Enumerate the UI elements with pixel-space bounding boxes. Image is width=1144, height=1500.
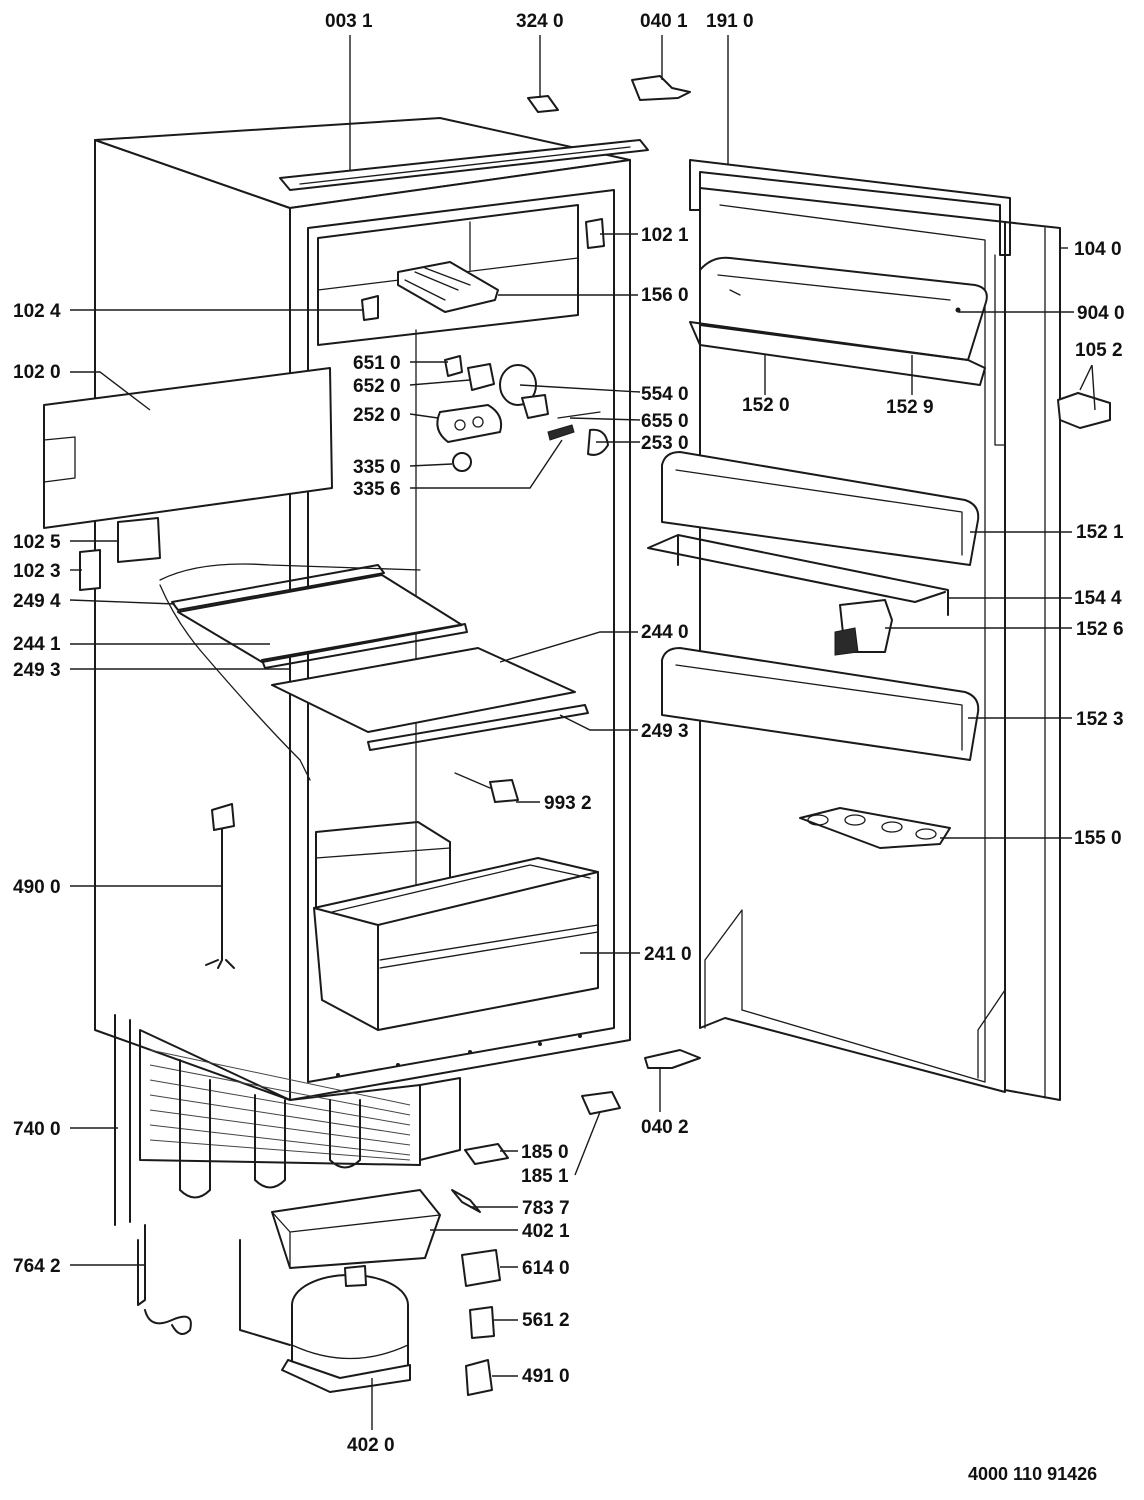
part-561-2 (469, 1306, 495, 1339)
label-152-0: 152 0 (742, 395, 790, 416)
label-102-0: 102 0 (13, 362, 61, 383)
label-156-0: 156 0 (641, 285, 689, 306)
label-740-0: 740 0 (13, 1119, 61, 1140)
label-490-0: 490 0 (13, 877, 61, 898)
label-102-3: 102 3 (13, 561, 61, 582)
label-152-1: 152 1 (1076, 522, 1124, 543)
label-040-1: 040 1 (640, 11, 688, 32)
hinge-105-2 (1057, 392, 1111, 429)
label-102-5: 102 5 (13, 532, 61, 553)
leader-lines (69, 35, 1096, 1430)
egg-tray (799, 807, 951, 849)
compressor (239, 1239, 411, 1393)
label-244-0: 244 0 (641, 622, 689, 643)
label-993-2: 993 2 (544, 793, 592, 814)
label-185-0: 185 0 (521, 1142, 569, 1163)
bottle-retainer-bar (647, 534, 949, 616)
label-655-0: 655 0 (641, 411, 689, 432)
label-104-0: 104 0 (1074, 239, 1122, 260)
label-652-0: 652 0 (353, 376, 401, 397)
label-241-0: 241 0 (644, 944, 692, 965)
control-housing-252-0 (436, 404, 503, 443)
label-152-3: 152 3 (1076, 709, 1124, 730)
cover-491-0 (465, 1359, 493, 1396)
label-003-1: 003 1 (325, 11, 373, 32)
label-244-1: 244 1 (13, 634, 61, 655)
hinge-040-2 (644, 1049, 701, 1069)
label-185-1: 185 1 (521, 1166, 569, 1187)
door-shelf-lower (661, 647, 980, 761)
label-040-2: 040 2 (641, 1117, 689, 1138)
dairy-compartment (699, 256, 988, 361)
label-335-0: 335 0 (353, 457, 401, 478)
label-491-0: 491 0 (522, 1366, 570, 1387)
sensor-993-2 (454, 772, 491, 789)
label-764-2: 764 2 (13, 1256, 61, 1277)
hinge-040-1 (631, 75, 691, 101)
label-561-2: 561 2 (522, 1310, 570, 1331)
label-252-0: 252 0 (353, 405, 401, 426)
label-102-1: 102 1 (641, 225, 689, 246)
label-651-0: 651 0 (353, 353, 401, 374)
label-324-0: 324 0 (516, 11, 564, 32)
crisper-drawer (313, 857, 599, 1031)
condenser (114, 1014, 461, 1226)
label-402-0: 402 0 (347, 1435, 395, 1456)
callout-labels: 003 1 324 0 040 1 191 0 102 1 104 0 102 … (13, 11, 1125, 1456)
power-cable (205, 817, 235, 969)
label-155-0: 155 0 (1074, 828, 1122, 849)
label-904-0: 904 0 (1077, 303, 1125, 324)
knob-335-0 (452, 452, 472, 472)
label-105-2: 105 2 (1075, 340, 1123, 361)
label-249-4: 249 4 (13, 591, 61, 612)
freezer-flap (43, 367, 333, 529)
document-number: 4000 110 91426 (968, 1464, 1097, 1484)
label-783-7: 783 7 (522, 1198, 570, 1219)
capillary-764-2 (137, 1224, 192, 1335)
lamp-socket-652-0 (467, 363, 495, 391)
part-324-0 (527, 95, 559, 113)
label-152-6: 152 6 (1076, 619, 1124, 640)
label-554-0: 554 0 (641, 384, 689, 405)
glass-shelf-lower (271, 647, 576, 733)
label-402-1: 402 1 (522, 1221, 570, 1242)
drain-783-7 (451, 1189, 481, 1213)
label-191-0: 191 0 (706, 11, 754, 32)
label-152-9: 152 9 (886, 397, 934, 418)
lamp-651-0 (444, 355, 463, 377)
label-614-0: 614 0 (522, 1258, 570, 1279)
label-253-0: 253 0 (641, 433, 689, 454)
label-154-4: 154 4 (1074, 588, 1122, 609)
drip-tray (271, 1189, 441, 1269)
bracket-185-1 (581, 1091, 621, 1115)
label-249-3-left: 249 3 (13, 660, 61, 681)
thermostat-ring-554-0 (499, 364, 537, 406)
relay-614-0 (461, 1249, 501, 1287)
ice-tray (397, 261, 499, 313)
label-335-6: 335 6 (353, 479, 401, 500)
label-249-3-right: 249 3 (641, 721, 689, 742)
label-102-4: 102 4 (13, 301, 61, 322)
door-shelf-upper (661, 451, 980, 566)
bracket-185-0 (464, 1143, 509, 1165)
